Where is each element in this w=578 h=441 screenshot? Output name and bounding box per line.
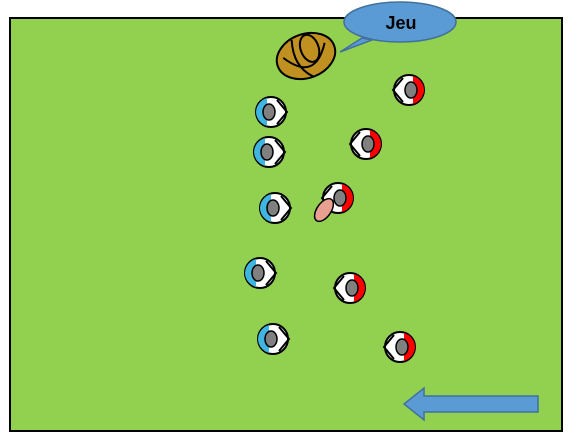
player-blue-icon [253,136,287,168]
player-blue-icon [259,192,293,224]
player-red-icon [382,331,416,363]
speech-bubble-icon: Jeu [339,1,457,53]
direction-arrow-icon [402,386,539,422]
player-red-icon [348,128,382,160]
coach-icon [275,31,337,81]
player-blue-icon [257,323,291,355]
player-red-icon [332,272,366,304]
player-red-icon [391,74,425,106]
speech-bubble-label: Jeu [385,13,416,33]
field [9,17,563,432]
player-blue-icon [244,257,278,289]
ball-icon [313,197,335,223]
player-blue-icon [255,96,289,128]
